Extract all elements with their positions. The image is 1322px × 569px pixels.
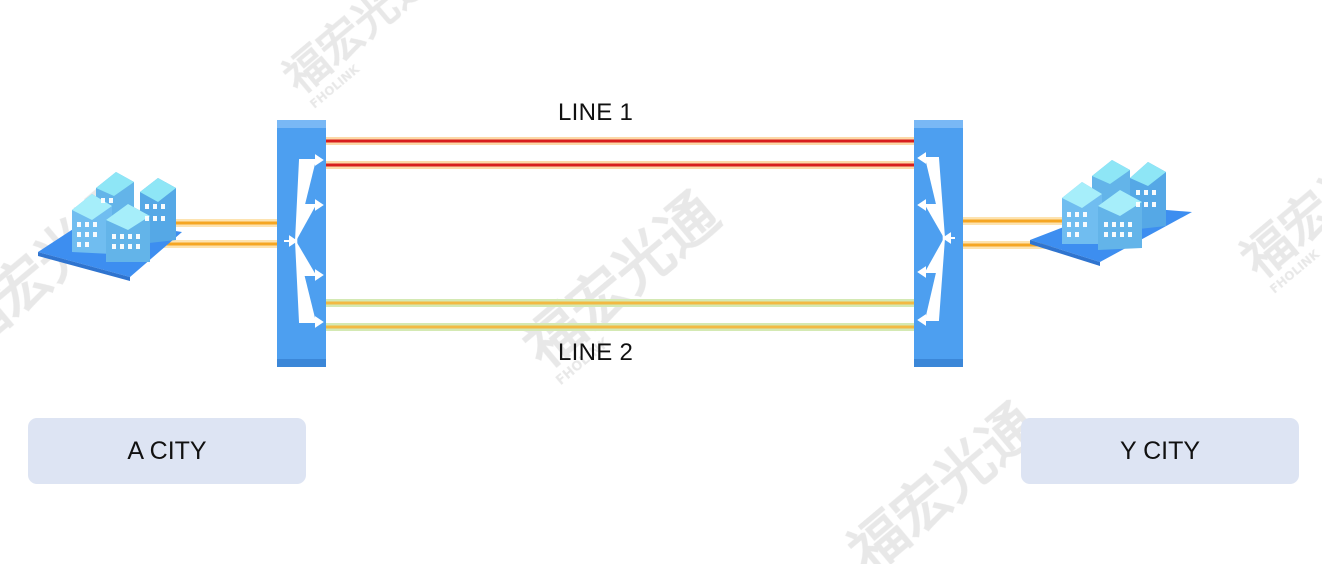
right-splitter-arrows-icon	[917, 152, 955, 326]
line-1-label: LINE 1	[558, 99, 634, 126]
left-splitter-arrows-icon	[284, 154, 324, 328]
y-city-label: Y CITY	[1119, 436, 1201, 465]
line-2-fibers	[326, 299, 915, 331]
svg-text:福宏光通: 福宏光通	[274, 0, 442, 104]
watermark-mark: 福宏光通 FHOLINK	[1230, 116, 1322, 296]
y-city-buildings-icon	[1030, 160, 1192, 266]
left-switch-device	[277, 120, 326, 367]
watermark-mark: 福宏光通	[836, 392, 1050, 569]
watermark-mark: 福宏光通 FHOLINK	[274, 0, 442, 111]
a-city-label: A CITY	[127, 436, 207, 465]
y-city-box: Y CITY	[1021, 418, 1299, 484]
a-city-box: A CITY	[28, 418, 306, 484]
line-1-fibers	[326, 137, 915, 169]
line-2-label: LINE 2	[558, 339, 634, 366]
a-city-buildings-icon	[38, 172, 182, 281]
svg-text:福宏光通: 福宏光通	[836, 392, 1050, 564]
right-switch-device	[914, 120, 963, 367]
